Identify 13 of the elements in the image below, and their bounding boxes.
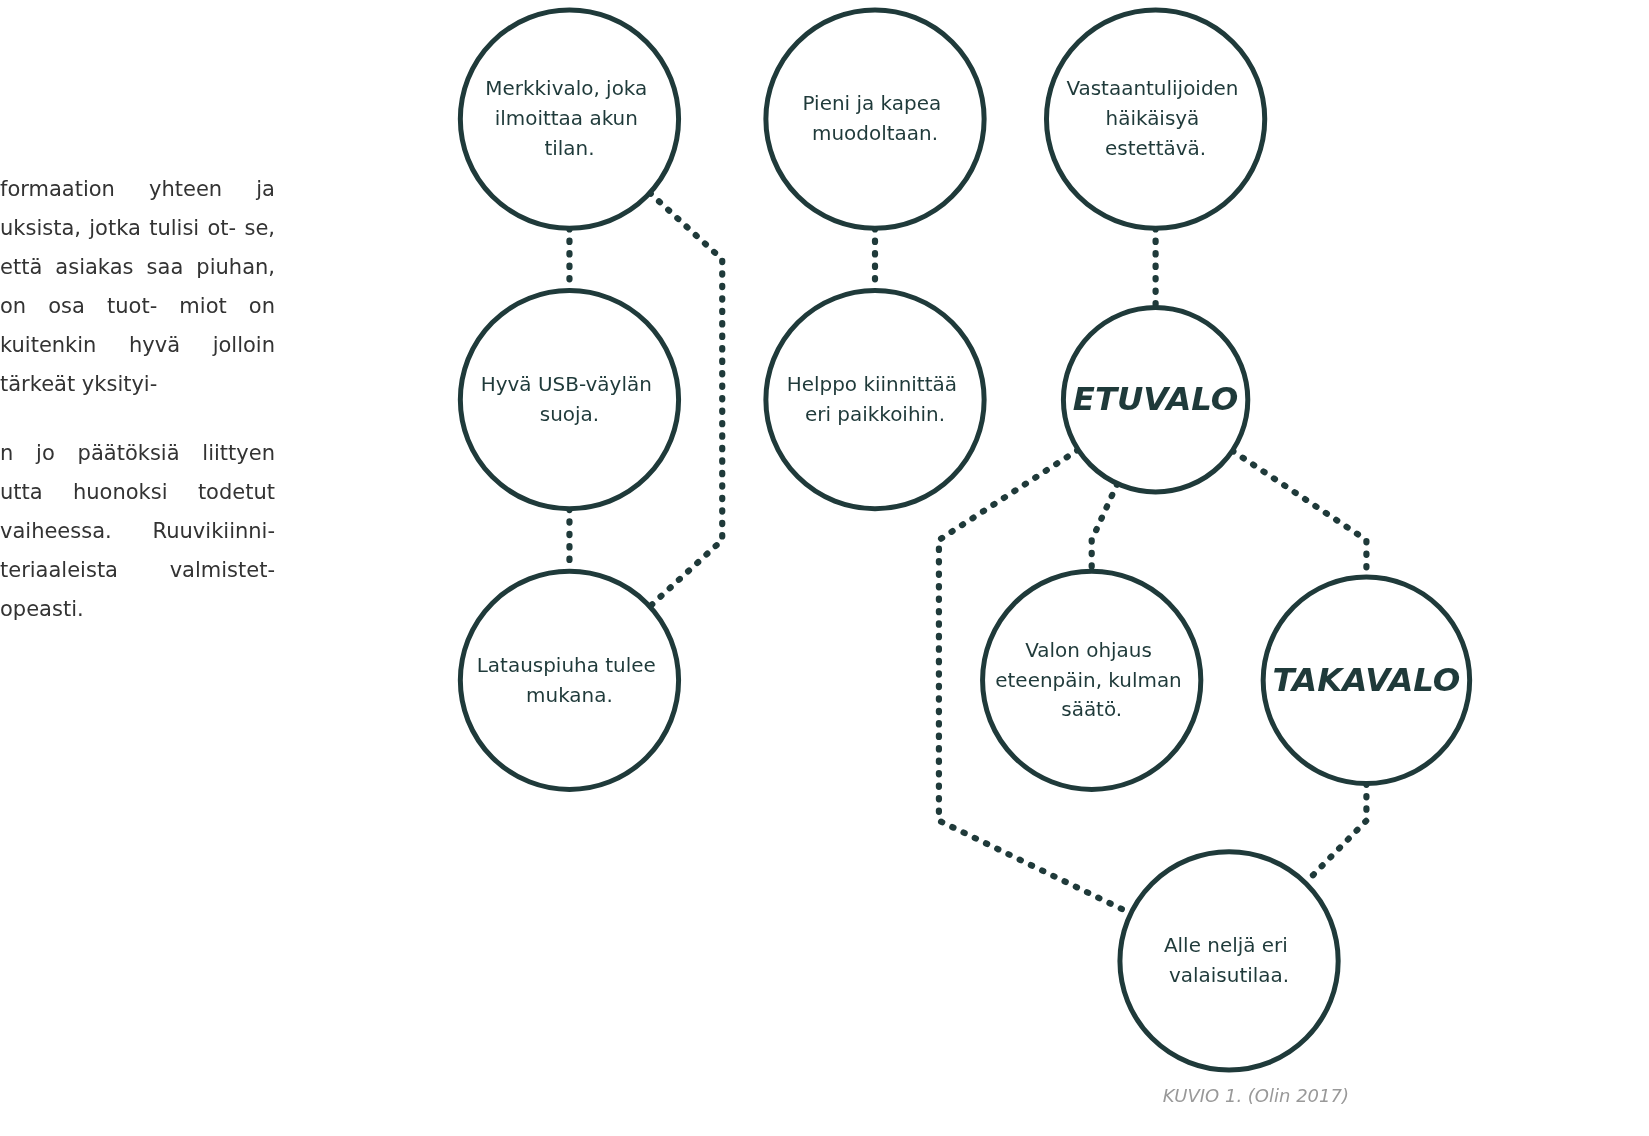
node-circle: Merkkivalo, joka ilmoittaa akun tilan. bbox=[457, 7, 682, 231]
node-circle: Hyvä USB-väylän suoja. bbox=[457, 288, 682, 512]
figure-caption: KUVIO 1. (Olin 2017) bbox=[1162, 1085, 1349, 1106]
node-circle: ETUVALO bbox=[1060, 305, 1251, 495]
paragraph-text: n jo päätöksiä liittyen utta huonoksi todetut vaiheessa. Ruuvikiinni- teriaaleista valmistet- opeasti. bbox=[0, 440, 275, 623]
node-circle: Alle neljä eri valaisutilaa. bbox=[1117, 849, 1341, 1073]
node-circle: Helppo kiinnittää eri paikkoihin. bbox=[763, 288, 987, 512]
node-circle: Vastaantulijoiden häikäisyä estettävä. bbox=[1044, 7, 1268, 231]
node-circle: Valon ohjaus eteenpäin, kulman säätö. bbox=[980, 568, 1204, 792]
node-circle: Latauspiuha tulee mukana. bbox=[457, 568, 682, 792]
node-circle: Pieni ja kapea muodoltaan. bbox=[763, 7, 987, 231]
node-circle: TAKAVALO bbox=[1260, 574, 1473, 787]
paragraph-text: formaation yhteen ja uksista, jotka tulisi ot- se, että asiakas saa piuhan, on osa tuot- miot on kuitenkin hyvä jolloin tärkeät yksityi- bbox=[0, 176, 275, 398]
